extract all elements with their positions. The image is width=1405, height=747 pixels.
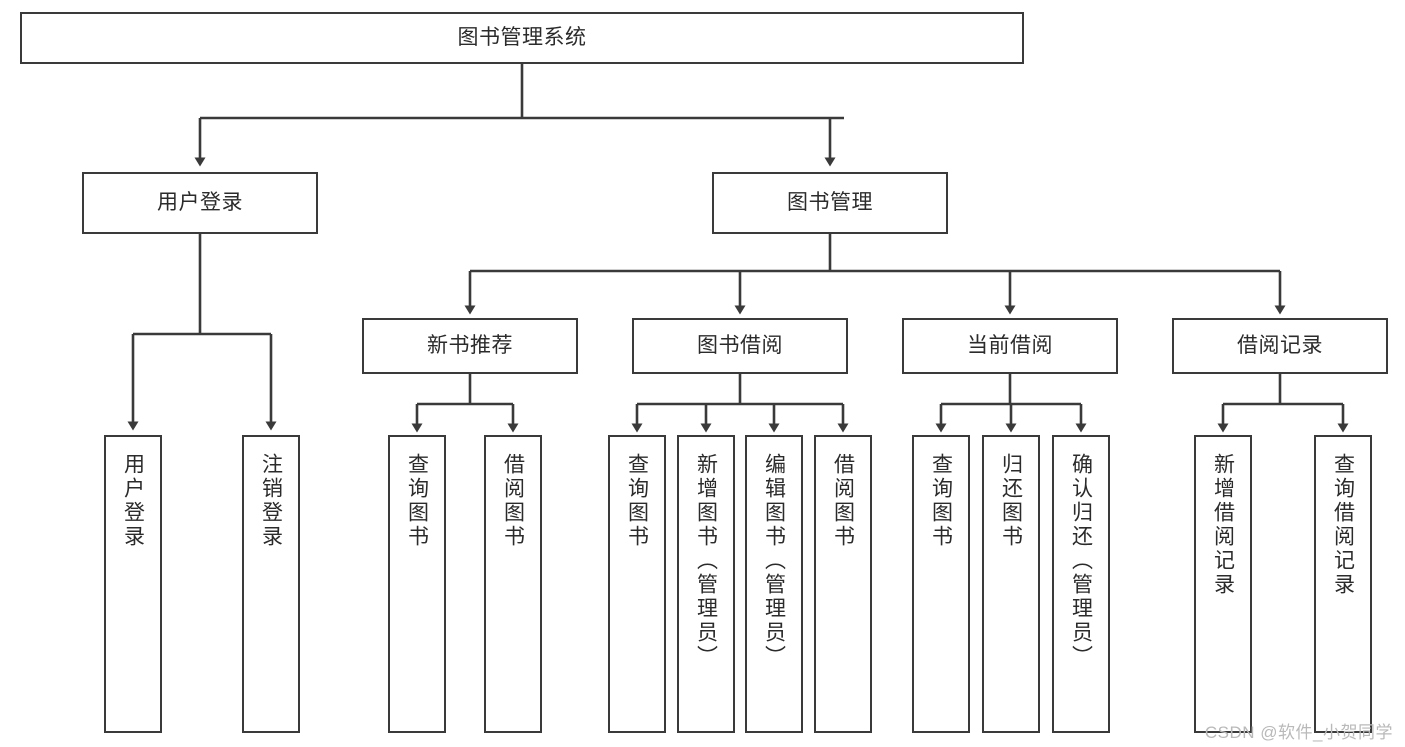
node-book-manage[interactable]: 图书管理 xyxy=(712,172,948,234)
node-label: 借阅记录 xyxy=(1237,333,1323,357)
node-label: 用户登录 xyxy=(121,453,145,549)
node-leaf-confirm-return-admin[interactable]: 确认归还（管理员） xyxy=(1052,435,1110,733)
node-label: 借阅图书 xyxy=(501,453,525,549)
node-leaf-add-book-admin[interactable]: 新增图书（管理员） xyxy=(677,435,735,733)
node-label: 新增图书（管理员） xyxy=(694,453,718,669)
node-new-book-recommend[interactable]: 新书推荐 xyxy=(362,318,578,374)
node-root-system[interactable]: 图书管理系统 xyxy=(20,12,1024,64)
node-leaf-edit-book-admin[interactable]: 编辑图书（管理员） xyxy=(745,435,803,733)
node-label: 图书管理 xyxy=(787,190,873,214)
node-label: 查询借阅记录 xyxy=(1331,453,1355,597)
node-current-borrow[interactable]: 当前借阅 xyxy=(902,318,1118,374)
node-book-borrow[interactable]: 图书借阅 xyxy=(632,318,848,374)
node-label: 新增借阅记录 xyxy=(1211,453,1235,597)
node-label: 编辑图书（管理员） xyxy=(762,453,786,669)
node-label: 当前借阅 xyxy=(967,333,1053,357)
node-leaf-user-login[interactable]: 用户登录 xyxy=(104,435,162,733)
node-label: 新书推荐 xyxy=(427,333,513,357)
node-leaf-return-book[interactable]: 归还图书 xyxy=(982,435,1040,733)
node-user-login[interactable]: 用户登录 xyxy=(82,172,318,234)
node-borrow-record[interactable]: 借阅记录 xyxy=(1172,318,1388,374)
node-leaf-add-borrow-record[interactable]: 新增借阅记录 xyxy=(1194,435,1252,733)
node-label: 图书借阅 xyxy=(697,333,783,357)
node-label: 图书管理系统 xyxy=(457,25,587,49)
node-label: 用户登录 xyxy=(157,190,243,214)
node-leaf-borrow-book-2[interactable]: 借阅图书 xyxy=(814,435,872,733)
node-leaf-query-book-3[interactable]: 查询图书 xyxy=(912,435,970,733)
node-label: 确认归还（管理员） xyxy=(1069,453,1093,669)
node-leaf-borrow-book-1[interactable]: 借阅图书 xyxy=(484,435,542,733)
node-leaf-query-book-2[interactable]: 查询图书 xyxy=(608,435,666,733)
watermark-text: CSDN @软件_小贺同学 xyxy=(1204,723,1393,742)
node-label: 查询图书 xyxy=(625,453,649,549)
node-leaf-query-book-1[interactable]: 查询图书 xyxy=(388,435,446,733)
node-leaf-user-logout[interactable]: 注销登录 xyxy=(242,435,300,733)
node-label: 归还图书 xyxy=(999,453,1023,549)
node-label: 借阅图书 xyxy=(831,453,855,549)
node-leaf-query-borrow-record[interactable]: 查询借阅记录 xyxy=(1314,435,1372,733)
node-label: 注销登录 xyxy=(259,453,283,549)
node-label: 查询图书 xyxy=(405,453,429,549)
node-label: 查询图书 xyxy=(929,453,953,549)
